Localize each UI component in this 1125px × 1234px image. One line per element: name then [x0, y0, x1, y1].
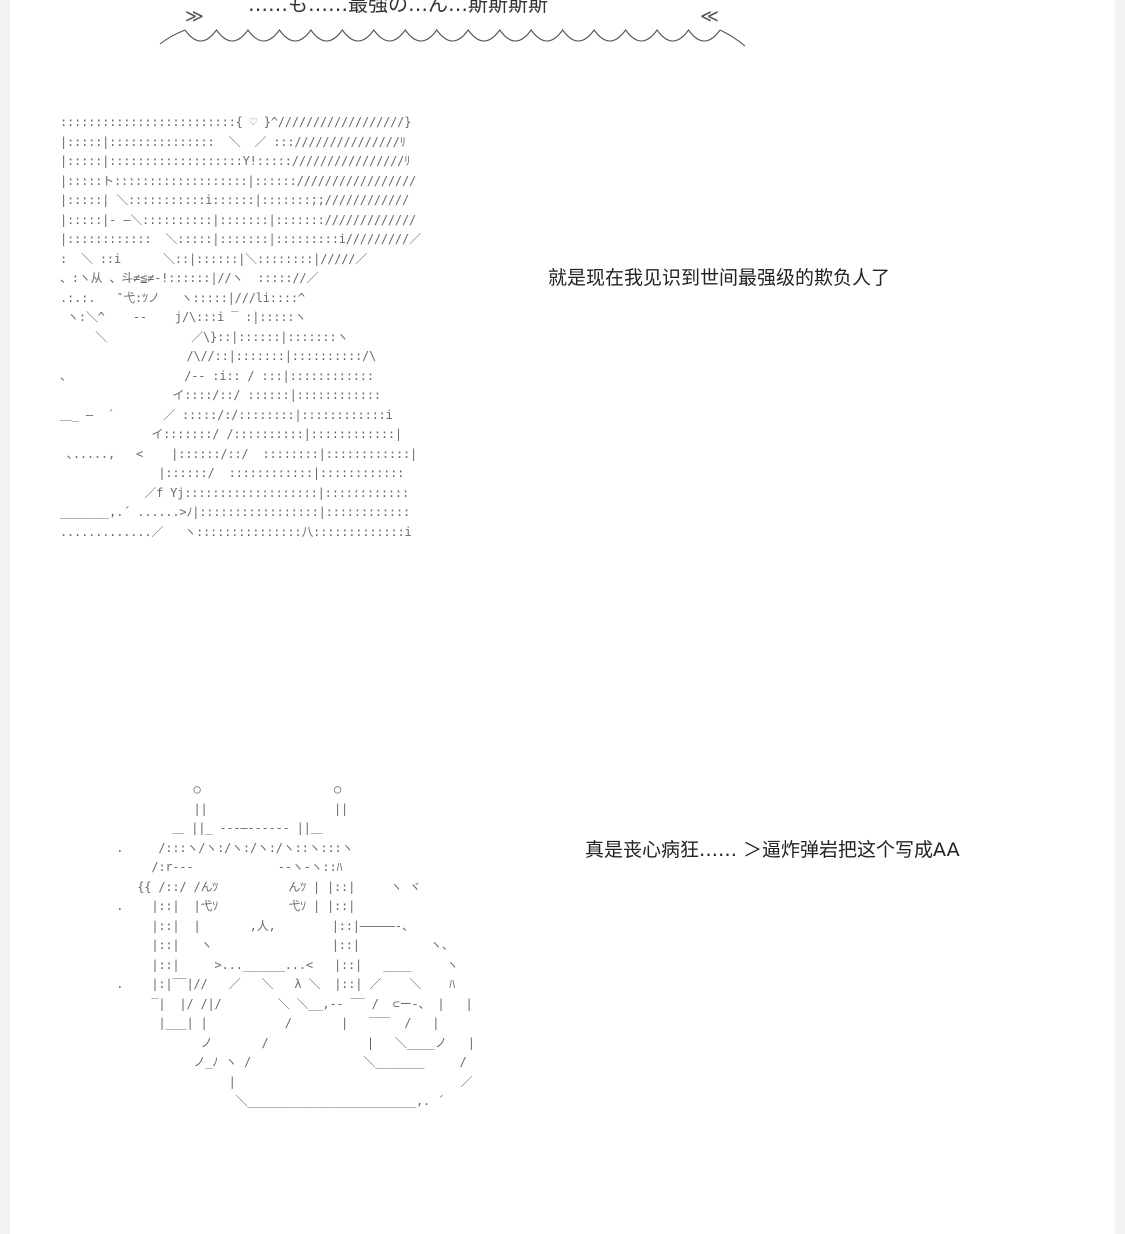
- scalloped-banner: ≫ ≪: [159, 6, 746, 47]
- caption-top: 就是现在我见识到世间最强级的欺负人了: [548, 267, 891, 289]
- ascii-art-girl: :::::::::::::::::::::::::{ ♡ }^/////////…: [60, 115, 421, 539]
- caption-bottom: 真是丧心病狂…… ＞逼炸弹岩把这个写成AA: [585, 839, 960, 861]
- banner-title: ……も……最強の…ん…斯斯斯斯: [248, 0, 548, 16]
- banner-left-mark: ≫: [185, 6, 204, 27]
- ascii-art-creature: ○ ○ || || ＿ ||_ ---―‐‐---- ||＿ . /:::ヽ/ヽ…: [116, 782, 475, 1108]
- banner-right-mark: ≪: [700, 6, 719, 27]
- page-canvas: ……も……最強の…ん…斯斯斯斯 ≫ ≪ ::::::::::::::::::::…: [10, 0, 1115, 1234]
